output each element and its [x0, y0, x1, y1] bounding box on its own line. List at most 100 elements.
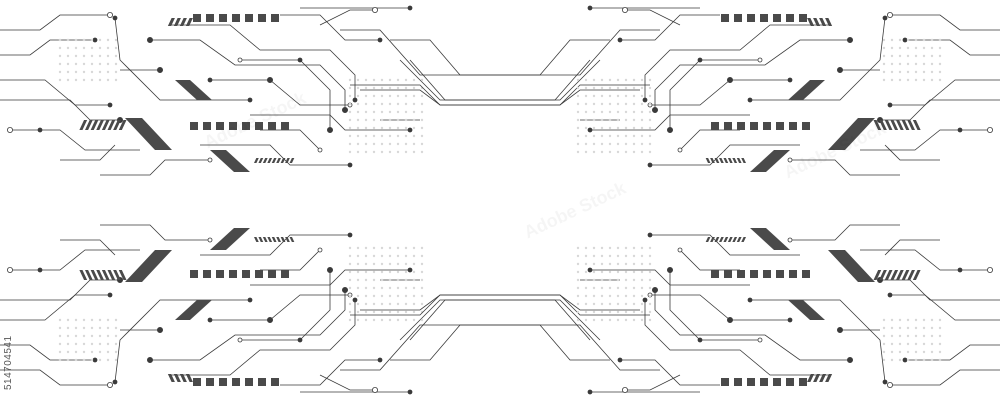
grid-dot: [74, 326, 78, 330]
grid-dot: [420, 286, 424, 290]
grid-dot: [632, 150, 636, 154]
grid-dot: [624, 86, 628, 90]
circuit-node: [677, 247, 683, 253]
circuit-node: [987, 266, 993, 273]
circuit-node: [247, 297, 253, 303]
circuit-trace: [210, 79, 350, 106]
circuit-trace: [669, 59, 760, 130]
grid-dot: [608, 270, 612, 274]
grid-dot: [396, 110, 400, 114]
grid-dot: [632, 294, 636, 298]
grid-dot: [600, 110, 604, 114]
grid-dot: [372, 94, 376, 98]
grid-dot: [58, 38, 62, 42]
slant-block: [788, 80, 825, 100]
grid-dot: [388, 318, 392, 322]
grid-dot: [616, 278, 620, 282]
circuit-node: [587, 5, 593, 11]
grid-dot: [584, 270, 588, 274]
circuit-node: [757, 337, 763, 343]
grid-dot: [98, 358, 102, 362]
circuit-trace: [170, 24, 356, 100]
circuit-trace: [890, 14, 1000, 31]
grid-dot: [576, 270, 580, 274]
grid-dot: [364, 134, 368, 138]
grid-dot: [74, 62, 78, 66]
grid-dot: [396, 310, 400, 314]
grid-dot: [584, 102, 588, 106]
grid-dot: [356, 150, 360, 154]
circuit-trace: [260, 129, 321, 151]
circuit-node: [407, 389, 413, 395]
circuit-node: [667, 266, 674, 273]
circuit-node: [347, 232, 353, 238]
grid-dot: [106, 70, 110, 74]
grid-dot: [404, 294, 408, 298]
grid-dot: [98, 38, 102, 42]
square-block: [190, 122, 198, 130]
circuit-node: [886, 382, 893, 389]
grid-dot: [106, 334, 110, 338]
grid-dot: [592, 318, 596, 322]
grid-dot: [584, 78, 588, 82]
grid-dot: [380, 262, 384, 266]
grid-dot: [348, 270, 352, 274]
grid-dot: [648, 134, 652, 138]
circuit-trace: [650, 79, 790, 106]
circuit-node: [326, 127, 333, 134]
circuit-node: [92, 357, 98, 363]
grid-dot: [616, 318, 620, 322]
grid-dot: [364, 86, 368, 90]
circuit-trace: [654, 39, 850, 110]
circuit-trace: [319, 9, 375, 26]
grid-dot: [404, 254, 408, 258]
grid-dot: [616, 134, 620, 138]
square-block: [219, 378, 227, 386]
circuit-node: [7, 266, 13, 273]
grid-dot: [640, 86, 644, 90]
stripe-bar: [819, 374, 827, 382]
grid-dot: [914, 326, 918, 330]
grid-dot: [364, 278, 368, 282]
grid-dot: [396, 78, 400, 82]
grid-dot: [624, 294, 628, 298]
grid-dot: [74, 342, 78, 346]
grid-dot: [356, 86, 360, 90]
grid-dot: [380, 118, 384, 122]
grid-dot: [576, 286, 580, 290]
grid-dot: [372, 318, 376, 322]
grid-dot: [98, 62, 102, 66]
circuit-trace: [114, 299, 250, 383]
grid-dot: [584, 302, 588, 306]
grid-dot: [922, 342, 926, 346]
grid-dot: [420, 110, 424, 114]
grid-dot: [600, 102, 604, 106]
circuit-trace: [590, 114, 750, 131]
grid-dot: [608, 102, 612, 106]
stripe-bar: [96, 120, 105, 130]
grid-dot: [356, 110, 360, 114]
grid-dot: [898, 326, 902, 330]
circuit-trace: [60, 239, 116, 256]
grid-dot: [388, 126, 392, 130]
square-block: [193, 378, 201, 386]
grid-dot: [592, 302, 596, 306]
grid-dot: [396, 126, 400, 130]
circuit-trace: [0, 344, 95, 361]
stripe-bar: [276, 158, 281, 163]
grid-dot: [632, 246, 636, 250]
stripe-bar: [118, 270, 127, 280]
square-block: [763, 122, 771, 130]
grid-dot: [114, 334, 118, 338]
grid-dot: [380, 254, 384, 258]
grid-dot: [922, 38, 926, 42]
grid-dot: [388, 310, 392, 314]
grid-dot: [584, 150, 588, 154]
stripe-bar: [79, 270, 88, 280]
grid-dot: [890, 70, 894, 74]
stripe-bar: [901, 270, 910, 280]
grid-dot: [388, 270, 392, 274]
stripe-bar: [267, 237, 273, 242]
grid-dot: [372, 278, 376, 282]
grid-dot: [356, 142, 360, 146]
